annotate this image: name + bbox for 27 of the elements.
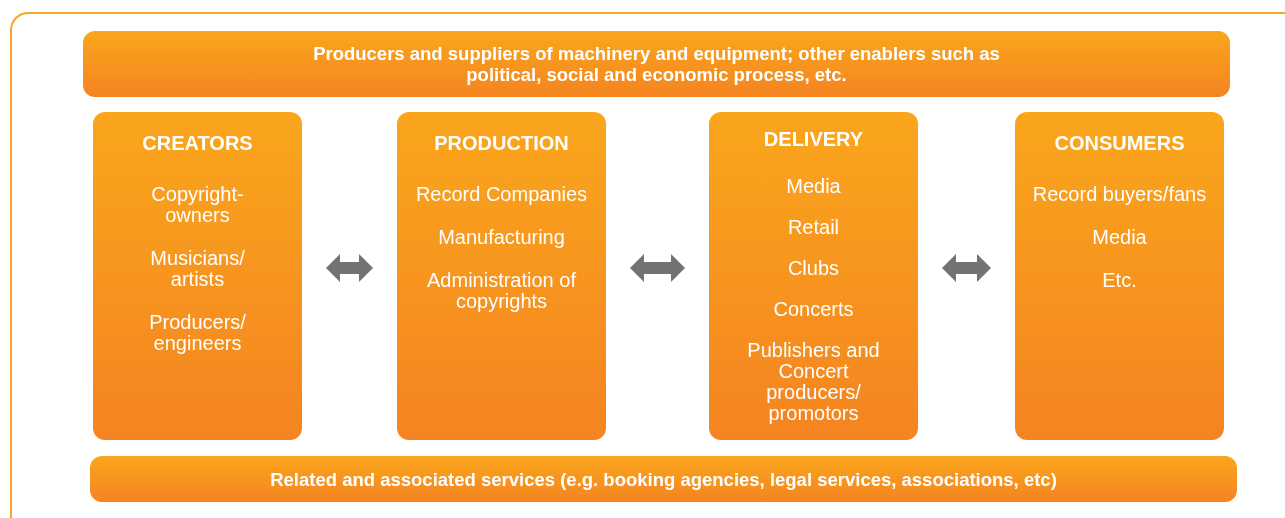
double-arrow — [630, 254, 685, 282]
double-arrow — [942, 254, 991, 282]
stage-item: Media — [786, 176, 841, 197]
stage-item: Clubs — [787, 258, 840, 279]
stage-heading: DELIVERY — [763, 128, 864, 150]
banner: Related and associated services (e.g. booking agencies, legal services, associations, etc) — [90, 456, 1237, 502]
stage-item: Administration of copyrights — [426, 270, 577, 312]
stage-item: Publishers and Concert producers/ promotors — [746, 340, 881, 424]
stage-item: Musicians/ artists — [149, 248, 246, 290]
stage-box — [709, 112, 918, 440]
stage-item: Etc. — [1102, 270, 1137, 291]
stage-heading: CREATORS — [142, 132, 253, 154]
stage-item: Retail — [787, 217, 840, 238]
double-arrow — [326, 254, 373, 282]
stage-box — [397, 112, 606, 440]
stage-box — [93, 112, 302, 440]
stage-item: Media — [1092, 227, 1147, 248]
stage-item: Manufacturing — [438, 227, 565, 248]
stage-item: Record Companies — [415, 184, 588, 205]
stage-heading: PRODUCTION — [434, 132, 569, 154]
stage-item: Concerts — [773, 299, 854, 320]
stage-heading: CONSUMERS — [1054, 132, 1185, 154]
stage-item: Copyright- owners — [150, 184, 245, 226]
stage-item: Producers/ engineers — [148, 312, 247, 354]
stage-item: Record buyers/fans — [1032, 184, 1207, 205]
banner: Producers and suppliers of machinery and equipment; other enablers such as political, social and economic process, etc. — [83, 31, 1230, 97]
stage-box — [1015, 112, 1224, 440]
